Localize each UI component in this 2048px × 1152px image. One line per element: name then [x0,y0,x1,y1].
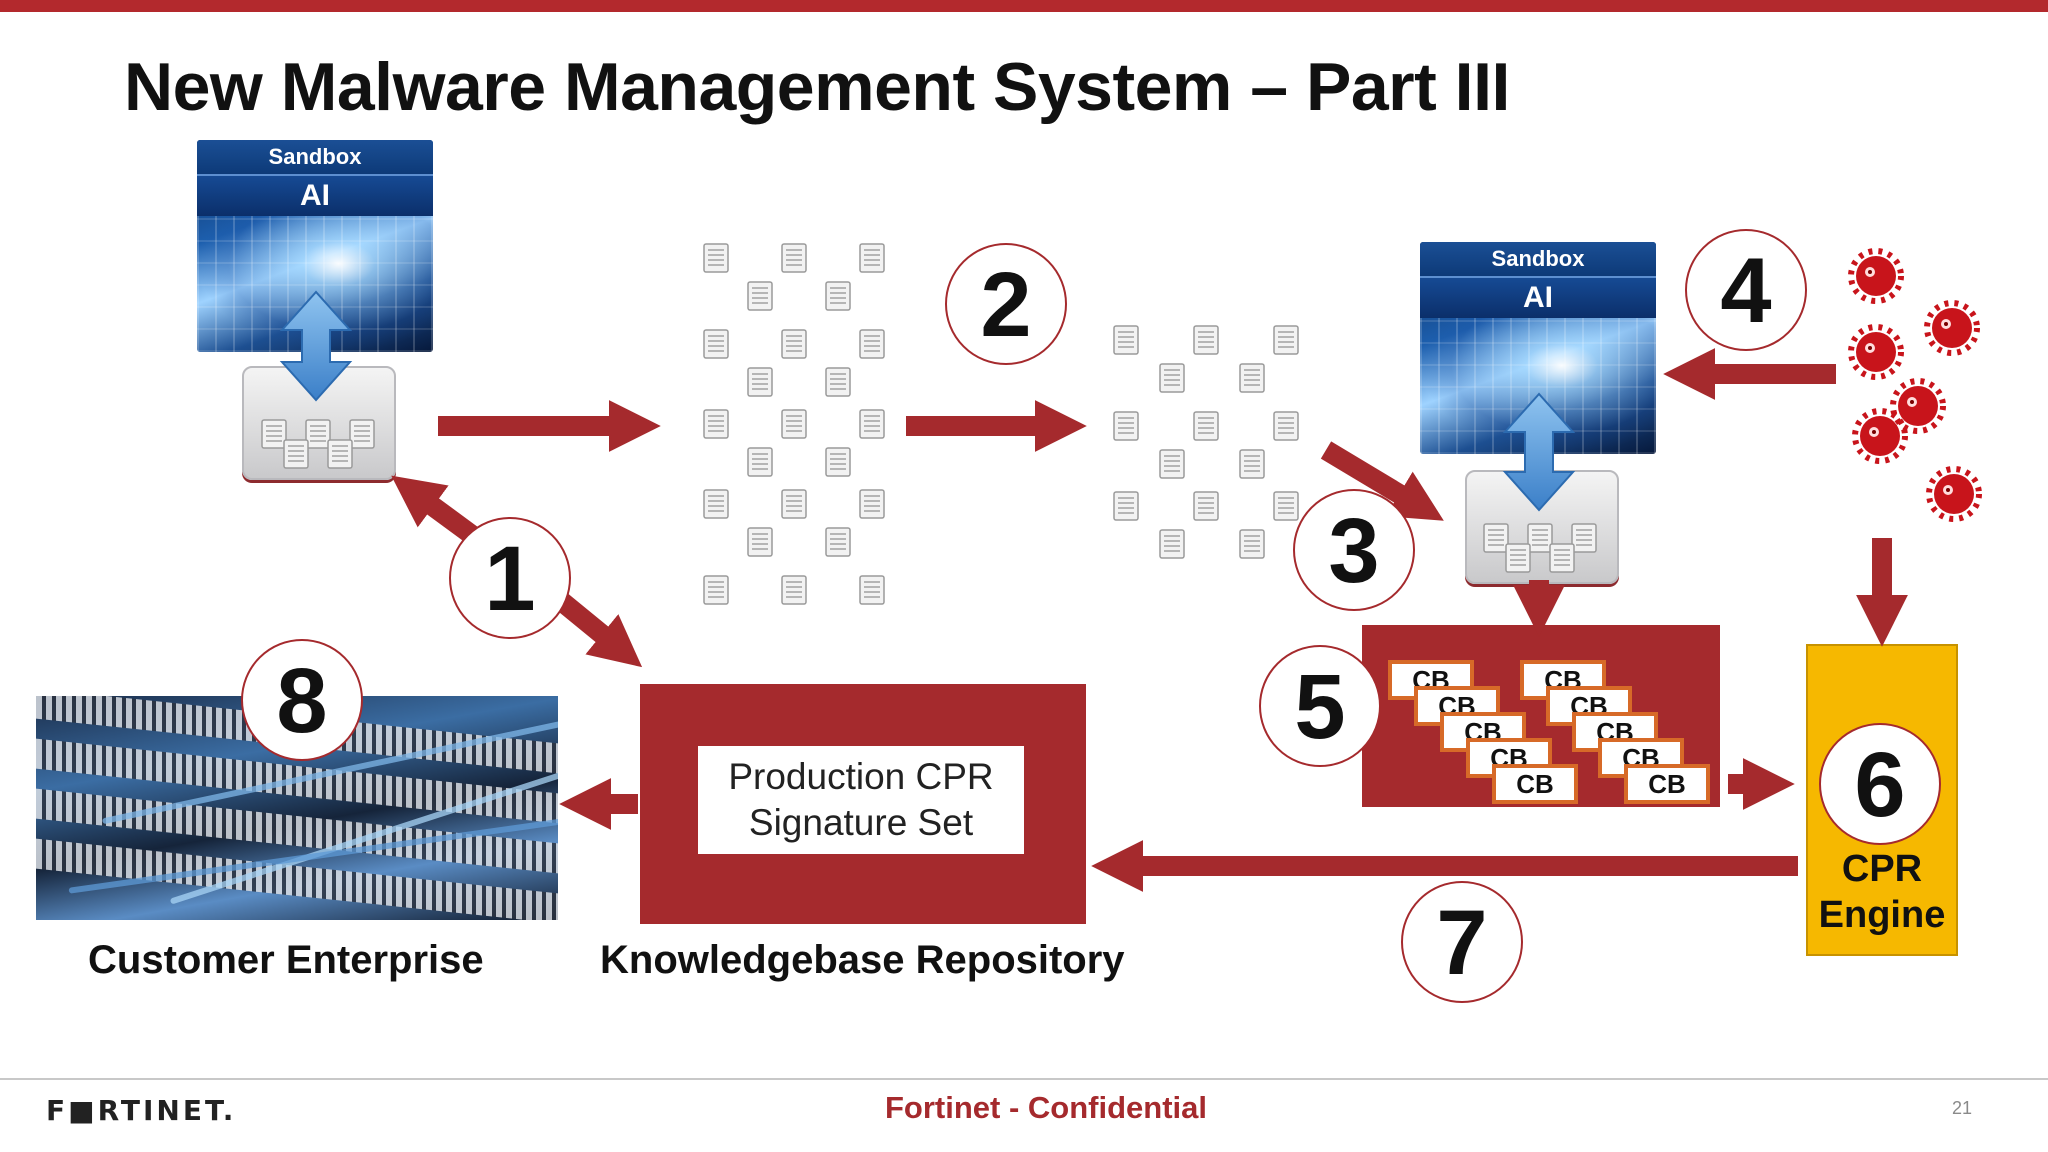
customer-enterprise-caption: Customer Enterprise [88,938,484,982]
step-8-number: 8 [276,650,327,752]
cb-tag: CB [1492,764,1578,804]
step-1-number: 1 [484,528,535,630]
step-4-number: 4 [1720,240,1771,342]
cpr-engine-line1: CPR [1841,848,1923,890]
file-grid-1 [703,243,885,605]
fortinet-logo: F■RTINET. [46,1094,237,1127]
step-7-badge: 7 [1401,881,1523,1003]
top-accent-bar [0,0,2048,12]
file-grid-2 [1113,325,1299,559]
step-5-number: 5 [1294,656,1345,758]
cpr-engine-line2: Engine [1818,894,1946,936]
footer-divider [0,1078,2048,1080]
slide-title: New Malware Management System – Part III [124,49,1510,125]
sandbox-transfer-arrow-right [1502,392,1576,512]
step-3-number: 3 [1328,500,1379,602]
sandbox-label: Sandbox [1420,242,1656,276]
knowledgebase-caption: Knowledgebase Repository [600,938,1125,982]
arrow-files-to-sandbox [1320,441,1444,521]
sandbox-label: Sandbox [197,140,433,174]
step-2-badge: 2 [945,243,1067,365]
page-number: 21 [1952,1098,1973,1118]
step-6-number: 6 [1854,734,1905,836]
arrow-repository-hub-sync [391,475,643,668]
step-7-number: 7 [1436,892,1487,994]
step-6-badge: 6 [1819,723,1941,845]
sandbox-ai-label: AI [1420,276,1656,318]
step-3-badge: 3 [1293,489,1415,611]
step-1-badge: 1 [449,517,571,639]
sandbox-ai-label: AI [197,174,433,216]
sandbox-transfer-arrow-left [279,290,353,402]
malware-cluster [1851,251,1979,519]
cb-tag: CB [1624,764,1710,804]
production-signature-set: Production CPR Signature Set [698,746,1024,854]
sandbox-ai-right: Sandbox AI [1420,242,1656,454]
step-2-number: 2 [980,254,1031,356]
signature-set-line1: Production CPR [728,756,994,797]
cpr-engine-label: CPR Engine [1806,846,1958,938]
hub-files-right [1483,523,1597,573]
step-4-badge: 4 [1685,229,1807,351]
confidential-label: Fortinet - Confidential [885,1090,1208,1125]
hub-files-left [261,419,375,469]
step-8-badge: 8 [241,639,363,761]
step-5-badge: 5 [1259,645,1381,767]
signature-set-line2: Signature Set [748,802,974,843]
